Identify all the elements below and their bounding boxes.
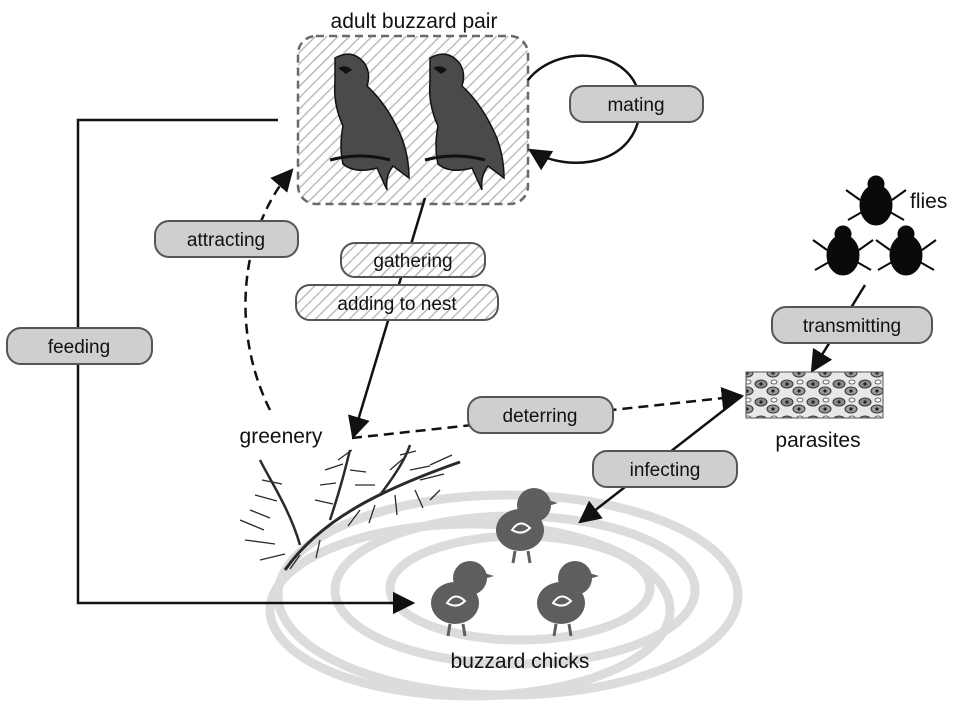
greenery-label: greenery — [240, 425, 323, 448]
edge-label-infecting: infecting — [593, 451, 737, 487]
svg-text:deterring: deterring — [503, 406, 578, 427]
svg-text:transmitting: transmitting — [803, 316, 901, 337]
parasite-cells-icon — [746, 372, 883, 418]
edge-label-transmitting: transmitting — [772, 307, 932, 343]
adult-pair-label: adult buzzard pair — [331, 10, 498, 33]
edge-label-mating: mating — [570, 86, 703, 122]
svg-text:infecting: infecting — [630, 460, 701, 481]
svg-text:gathering: gathering — [373, 251, 452, 272]
chicks-label: buzzard chicks — [451, 650, 590, 673]
chick-icon — [537, 561, 599, 636]
svg-text:adding to nest: adding to nest — [337, 294, 457, 315]
adult-pair-node — [298, 36, 528, 204]
fly-icon — [846, 176, 906, 225]
svg-text:feeding: feeding — [48, 337, 110, 358]
edge-label-gathering: gathering — [341, 243, 485, 277]
flies-label: flies — [910, 190, 947, 213]
edge-label-attracting: attracting — [155, 221, 298, 257]
attracting-arrow — [245, 170, 292, 410]
svg-text:attracting: attracting — [187, 230, 265, 251]
fly-icon — [876, 226, 936, 275]
edge-label-feeding: feeding — [7, 328, 152, 364]
parasites-label: parasites — [775, 429, 860, 452]
svg-text:mating: mating — [607, 95, 664, 116]
edge-label-adding-to-nest: adding to nest — [296, 285, 498, 320]
fly-icon — [813, 226, 873, 275]
edge-label-deterring: deterring — [468, 397, 613, 433]
